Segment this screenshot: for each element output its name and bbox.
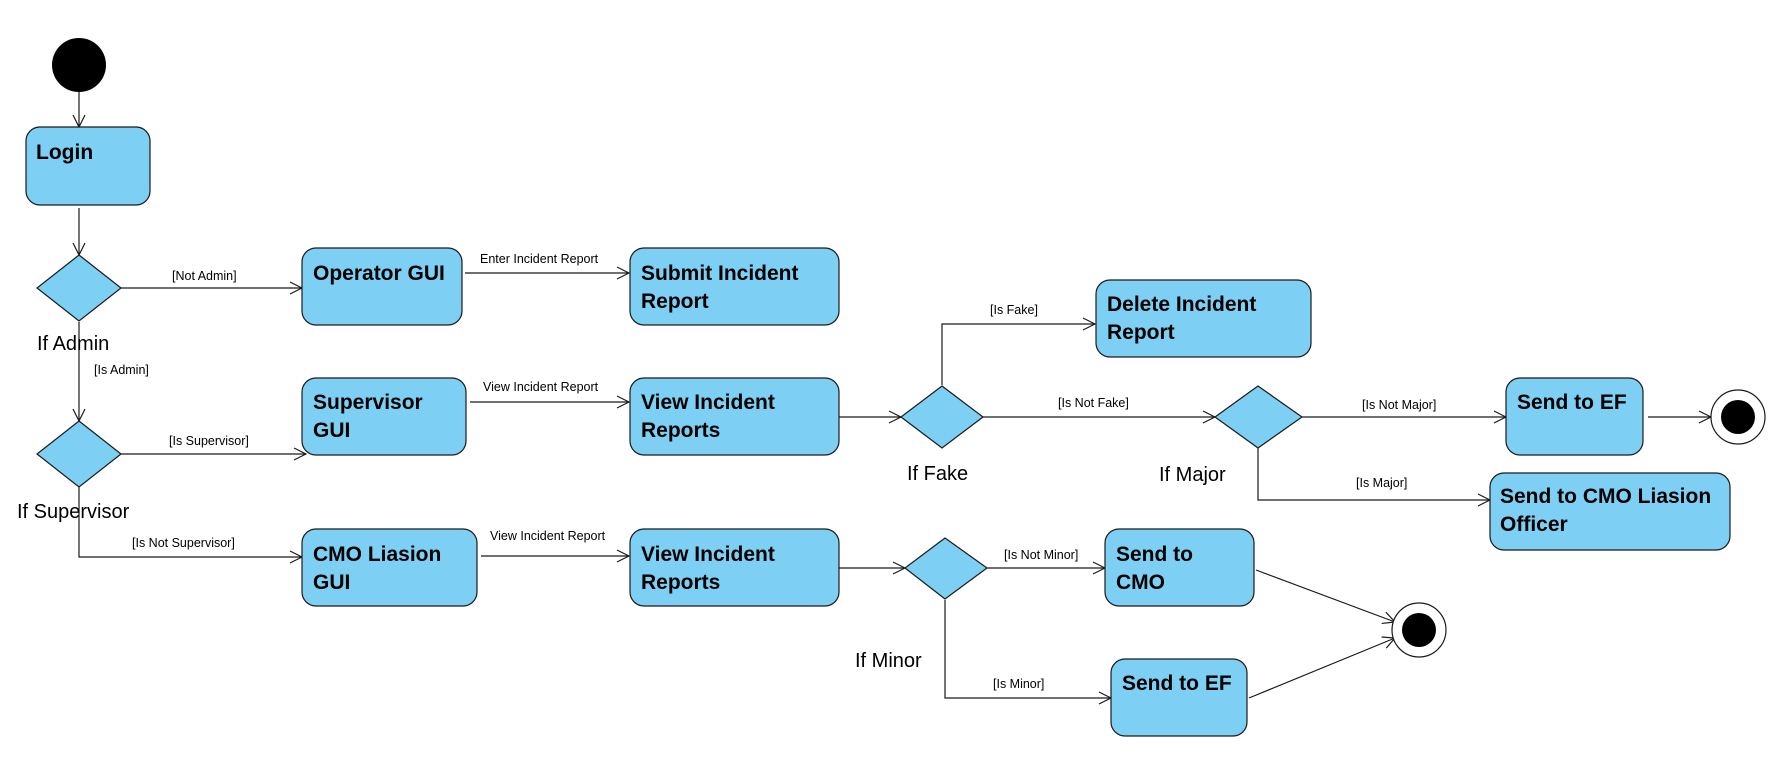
activity-view-incident-reports-supervisor-box <box>629 377 840 456</box>
guard-view-incident-report-supervisor: View Incident Report <box>483 380 599 394</box>
decision-label-if-supervisor: If Supervisor <box>17 501 130 523</box>
guard-is-supervisor: [Is Supervisor] <box>169 434 249 448</box>
activity-view-incident-reports-cmo-line-2: Reports <box>641 571 720 594</box>
activity-send-to-cmo-box <box>1104 528 1255 607</box>
activity-login-box <box>25 126 151 206</box>
activity-operator-gui-box <box>301 247 463 326</box>
guard-is-not-minor: [Is Not Minor] <box>1004 548 1078 562</box>
flows <box>79 92 1711 698</box>
initial-node <box>52 38 106 92</box>
activity-operator-gui-label: Operator GUI <box>313 262 445 285</box>
decision-if-fake <box>900 385 984 449</box>
activity-cmo-liasion-gui-line-1: CMO Liasion <box>313 543 441 566</box>
activity-delete-incident-report-line-1: Delete Incident <box>1107 293 1256 316</box>
final-node-major <box>1710 389 1766 445</box>
activity-send-to-ef-minor-box <box>1110 658 1248 737</box>
decision-if-supervisor <box>36 420 122 488</box>
activity-send-to-cmo-liasion-officer-box <box>1489 472 1731 551</box>
flow-is-fake <box>941 324 1095 385</box>
activity-view-incident-reports-cmo-box <box>629 528 840 607</box>
guard-is-fake: [Is Fake] <box>990 303 1038 317</box>
final-node-minor <box>1391 602 1447 658</box>
decision-if-major <box>1213 385 1304 449</box>
decision-label-if-major: If Major <box>1159 464 1226 486</box>
activity-send-to-ef-minor-label: Send to EF <box>1122 672 1232 695</box>
activity-delete-incident-report-box <box>1095 279 1312 358</box>
activity-send-to-ef-major-box <box>1505 377 1644 456</box>
guard-is-minor: [Is Minor] <box>993 677 1044 691</box>
activity-login-label: Login <box>36 141 93 164</box>
activity-send-to-cmo-label: Send to CMO <box>1116 543 1199 594</box>
flow-is-minor <box>944 600 1111 698</box>
activity-delete-incident-report-line-2: Report <box>1107 321 1175 344</box>
activity-cmo-liasion-gui-line-2: GUI <box>313 571 350 594</box>
activity-view-incident-reports-supervisor-line-2: Reports <box>641 419 720 442</box>
guard-is-not-major: [Is Not Major] <box>1362 398 1436 412</box>
activity-send-to-cmo-liasion-officer-line-1: Send to CMO Liasion <box>1500 485 1711 508</box>
flow-send-ef-to-final <box>1248 638 1395 699</box>
activity-view-incident-reports-cmo-line-1: View Incident <box>641 543 775 566</box>
activity-view-incident-reports-cmo-label: View Incident Reports <box>641 543 781 594</box>
activity-send-to-cmo-liasion-officer-line-2: Officer <box>1500 513 1568 536</box>
activity-send-to-ef-major-label: Send to EF <box>1517 391 1627 414</box>
guard-is-not-fake: [Is Not Fake] <box>1058 396 1129 410</box>
activity-cmo-liasion-gui-box <box>301 528 478 607</box>
activity-submit-incident-report-line-1: Submit Incident <box>641 262 799 285</box>
guard-enter-incident-report: Enter Incident Report <box>480 252 599 266</box>
activity-cmo-liasion-gui-label: CMO Liasion GUI <box>313 543 447 594</box>
activity-send-to-cmo-line-1: Send to <box>1116 543 1193 566</box>
decision-label-if-minor: If Minor <box>855 650 922 672</box>
guard-is-major: [Is Major] <box>1356 476 1407 490</box>
guard-not-admin: [Not Admin] <box>172 269 237 283</box>
decision-label-if-fake: If Fake <box>907 463 968 485</box>
activity-submit-incident-report-box <box>629 247 840 326</box>
activity-supervisor-gui-line-1: Supervisor <box>313 391 423 414</box>
guard-is-not-supervisor: [Is Not Supervisor] <box>132 536 235 550</box>
flow-is-not-supervisor <box>78 487 302 557</box>
decision-label-if-admin: If Admin <box>37 333 109 355</box>
activity-supervisor-gui-label: Supervisor GUI <box>313 391 429 442</box>
activity-send-to-cmo-line-2: CMO <box>1116 571 1165 594</box>
activity-view-incident-reports-supervisor-label: View Incident Reports <box>641 391 781 442</box>
guard-is-admin: [Is Admin] <box>94 363 149 377</box>
activity-submit-incident-report-line-2: Report <box>641 290 709 313</box>
flow-is-major <box>1257 448 1490 500</box>
activity-send-to-cmo-liasion-officer-label: Send to CMO Liasion Officer <box>1500 485 1717 536</box>
guard-view-incident-report-cmo: View Incident Report <box>490 529 606 543</box>
activity-supervisor-gui-box <box>301 377 467 456</box>
activity-view-incident-reports-supervisor-line-1: View Incident <box>641 391 775 414</box>
flow-send-cmo-to-final <box>1255 569 1395 622</box>
decision-if-admin <box>36 254 122 322</box>
activity-submit-incident-report-label: Submit Incident Report <box>641 262 804 313</box>
activity-supervisor-gui-line-2: GUI <box>313 419 350 442</box>
decision-if-minor <box>904 537 989 600</box>
activity-delete-incident-report-label: Delete Incident Report <box>1107 293 1262 344</box>
